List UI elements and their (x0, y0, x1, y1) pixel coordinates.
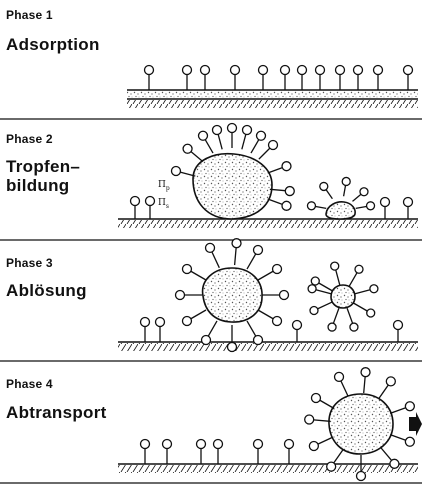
surfactant-molecule (404, 198, 413, 220)
surfactant-molecule (293, 321, 302, 343)
surfactant-molecule (156, 318, 165, 343)
surfactant-molecule (254, 440, 263, 465)
surfactant-molecule (404, 66, 413, 91)
surfactant-molecule (232, 239, 241, 265)
surfactant-molecule (342, 177, 350, 196)
surfactant-molecule (281, 66, 290, 91)
surfactant-molecule (270, 187, 294, 196)
surfactant-molecule (307, 202, 326, 210)
phase4-surface (118, 464, 418, 473)
surfactant-molecule (242, 125, 252, 149)
surfactant-molecule (320, 182, 333, 198)
surfactant-molecule (352, 188, 367, 202)
surfactant-molecule (131, 197, 140, 220)
phase2-surface (118, 219, 418, 228)
surfactant-molecule (231, 66, 240, 91)
surfactant-molecule (354, 66, 363, 91)
surfactant-molecule (309, 437, 333, 450)
surfactant-molecule (268, 199, 291, 210)
surfactant-molecule (176, 291, 203, 300)
surfactant-molecule (201, 66, 210, 91)
surfactant-molecule (381, 198, 390, 220)
surfactant-molecule (202, 321, 218, 345)
surfactant-molecule (251, 131, 266, 153)
surfactant-molecule (163, 440, 172, 465)
surfactant-molecule (183, 66, 192, 91)
surfactant-molecule (355, 285, 378, 294)
surfactant-molecule (259, 66, 268, 91)
surfactant-molecule (214, 440, 223, 465)
surfactant-molecule (141, 440, 150, 465)
surfactant-molecule (247, 321, 263, 345)
surfactant-molecule (197, 440, 206, 465)
phase3-surface (118, 342, 418, 351)
phase1-surface (127, 90, 418, 108)
surfactant-molecule (146, 197, 155, 220)
surfactant-molecule (262, 291, 289, 300)
surfactant-molecule (353, 303, 374, 317)
phase2-large-oil-drop (193, 154, 272, 219)
surfactant-molecule (298, 66, 307, 91)
surfactant-molecule (145, 66, 154, 91)
surfactant-molecule (212, 125, 222, 149)
surfactant-molecule (374, 66, 383, 91)
surfactant-molecule (171, 166, 195, 176)
surfactant-molecule (335, 372, 348, 396)
surfactant-molecule (182, 265, 206, 281)
phase3-small-oil-drop (331, 285, 355, 308)
arrow-icon (409, 412, 422, 436)
surfactant-molecule (308, 285, 331, 294)
surfactant-molecule (305, 415, 330, 424)
surfactant-molecule (311, 394, 334, 409)
surfactant-molecule (331, 262, 340, 285)
phase2-small-oil-drop (326, 202, 355, 219)
surfactant-molecule (268, 162, 291, 173)
phase3-large-oil-drop (203, 268, 262, 322)
surfactant-molecule (228, 325, 237, 352)
surfactant-molecule (328, 308, 339, 331)
surfactant-molecule (356, 202, 375, 210)
surfactant-molecule (258, 310, 282, 326)
surfactant-molecule (347, 308, 358, 331)
surfactant-molecule (183, 144, 203, 161)
surfactant-molecule (258, 265, 282, 281)
surfactant-molecule (199, 131, 214, 153)
surfactant-molecule (206, 243, 220, 267)
surfactant-molecule (182, 310, 206, 326)
surfactant-molecule (141, 318, 150, 343)
surfactant-molecule (390, 435, 414, 447)
surfactant-molecule (361, 368, 370, 393)
surfactant-molecule (349, 265, 363, 286)
surfactant-molecule (259, 140, 278, 159)
surfactant-molecule (336, 66, 345, 91)
phase4-oil-drop (329, 394, 393, 454)
surfactant-molecule (247, 245, 263, 269)
surfactant-molecule (394, 321, 403, 343)
surfactant-molecule (379, 377, 396, 399)
surfactant-molecule (285, 440, 294, 465)
surfactant-molecule (228, 124, 237, 149)
surfactant-molecule (316, 66, 325, 91)
surfactant-molecule (310, 302, 332, 314)
surfactant-molecule (390, 402, 414, 414)
